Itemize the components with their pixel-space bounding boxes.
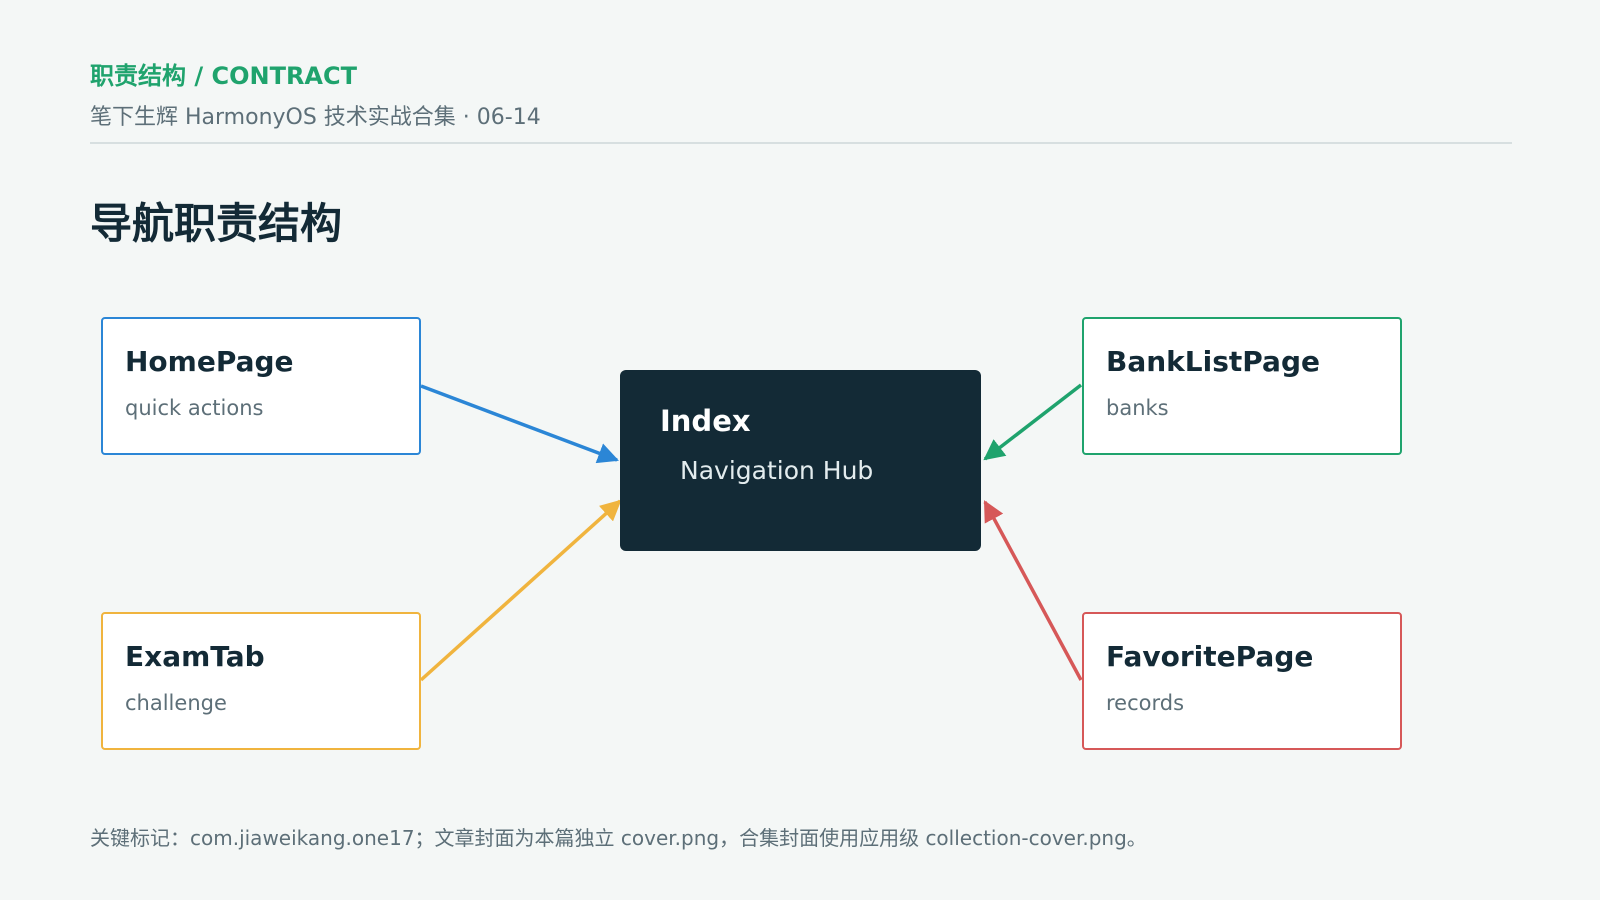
node-subtitle: records (1106, 691, 1185, 715)
node-subtitle: challenge (125, 691, 227, 715)
arrow-favoritepage-to-index (983, 500, 1083, 681)
node-examtab: ExamTab challenge (101, 612, 421, 750)
header-divider (90, 142, 1512, 144)
hub-title: Index (660, 404, 751, 438)
node-subtitle: banks (1106, 396, 1169, 420)
node-subtitle: quick actions (125, 396, 264, 420)
node-title: ExamTab (125, 640, 265, 673)
node-title: FavoritePage (1106, 640, 1314, 673)
section-kicker: 职责结构 / CONTRACT (90, 62, 357, 90)
node-title: HomePage (125, 345, 294, 378)
node-index-hub: Index Navigation Hub (620, 370, 981, 551)
node-favoritepage: FavoritePage records (1082, 612, 1402, 750)
node-title: BankListPage (1106, 345, 1320, 378)
node-homepage: HomePage quick actions (101, 317, 421, 455)
page-title: 导航职责结构 (90, 199, 343, 248)
arrow-homepage-to-index (420, 384, 619, 464)
collection-subtitle: 笔下生辉 HarmonyOS 技术实战合集 · 06-14 (90, 105, 541, 130)
arrow-banklistpage-to-index (983, 383, 1083, 461)
node-banklistpage: BankListPage banks (1082, 317, 1402, 455)
footer-note: 关键标记：com.jiaweikang.one17；文章封面为本篇独立 cove… (90, 826, 1147, 850)
hub-subtitle: Navigation Hub (680, 456, 874, 485)
arrow-examtab-to-index (419, 499, 622, 682)
